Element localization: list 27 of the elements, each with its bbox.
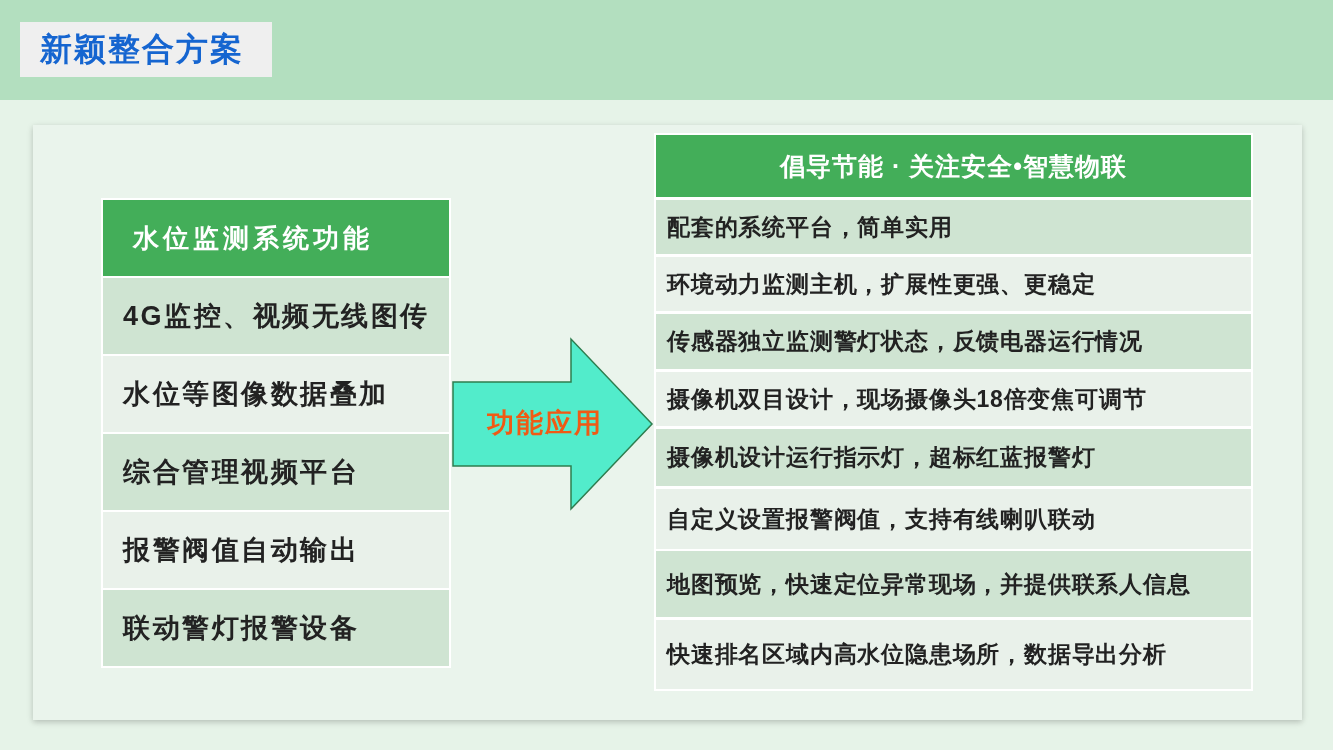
header-text: 倡导节能 · 关注安全•智慧物联 — [780, 150, 1127, 182]
table-panel — [654, 133, 1253, 691]
table-row — [103, 590, 449, 666]
row-text: 水位等图像数据叠加 — [123, 378, 389, 411]
table-panel — [101, 198, 451, 668]
block-arrow — [452, 337, 654, 511]
edge-label: 功能应用 — [486, 409, 603, 439]
table-row — [656, 551, 1251, 617]
row-text: 综合管理视频平台 — [123, 456, 359, 489]
row-text: 联动警灯报警设备 — [123, 612, 359, 645]
page-title: 新颖整合方案 — [20, 22, 272, 77]
table-row — [656, 200, 1251, 254]
row-text: 摄像机设计运行指示灯，超标红蓝报警灯 — [667, 443, 1096, 472]
row-text: 地图预览，快速定位异常现场，并提供联系人信息 — [667, 569, 1191, 599]
table-row — [656, 429, 1251, 486]
row-text: 快速排名区域内高水位隐患场所，数据导出分析 — [667, 640, 1167, 669]
table-row — [103, 434, 449, 510]
row-text: 自定义设置报警阀值，支持有线喇叭联动 — [667, 504, 1096, 534]
row-text: 传感器独立监测警灯状态，反馈电器运行情况 — [667, 327, 1143, 356]
row-text: 报警阀值自动输出 — [123, 534, 359, 567]
header-text: 水位监测系统功能 — [133, 221, 373, 255]
row-text: 配套的系统平台，简单实用 — [667, 212, 953, 242]
row-text: 4G监控、视频无线图传 — [123, 300, 430, 333]
row-text: 环境动力监测主机，扩展性更强、更稳定 — [667, 269, 1096, 299]
table-row — [656, 314, 1251, 369]
row-text: 摄像机双目设计，现场摄像头18倍变焦可调节 — [667, 384, 1147, 414]
table-row — [103, 278, 449, 354]
